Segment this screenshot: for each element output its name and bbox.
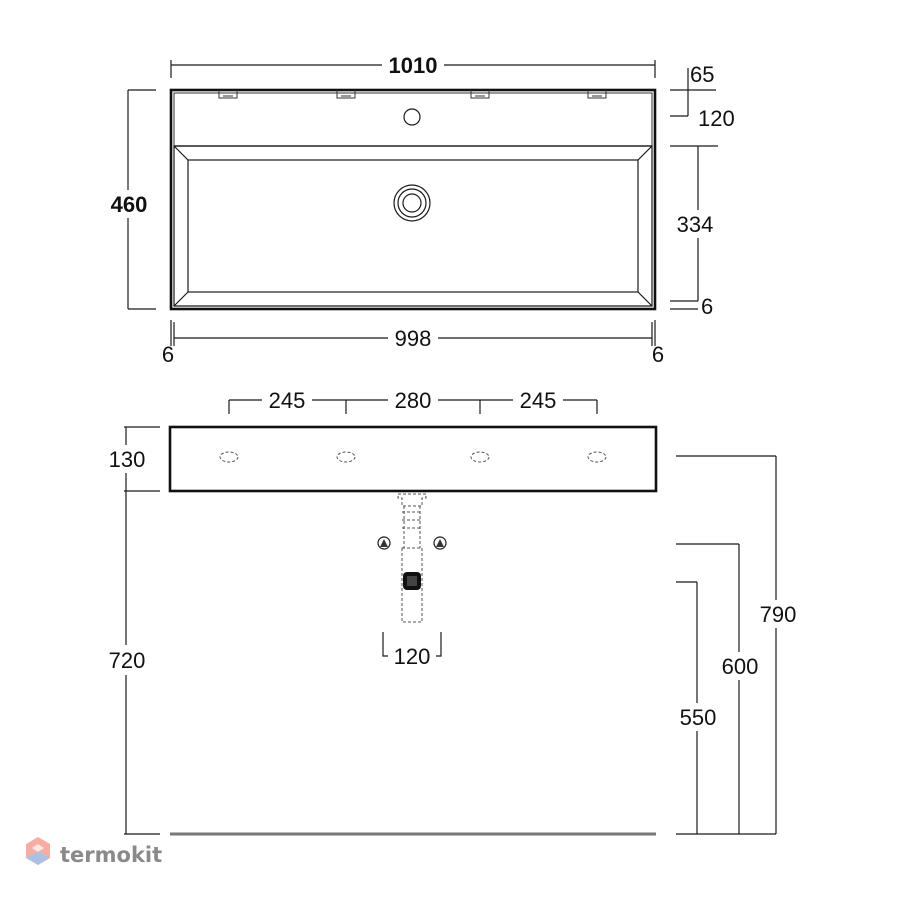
dim-460-label: 460 [111, 192, 148, 217]
bowl-inner [187, 159, 639, 293]
drain-mid [397, 188, 427, 218]
dim-overall-depth: 460 [104, 89, 156, 310]
top-view: 1010 460 65 120 334 6 [104, 52, 735, 367]
bowl-corner-tr [637, 145, 653, 161]
fixing-holes [219, 451, 607, 463]
siphon [397, 493, 427, 623]
bowl-corner-bl [173, 291, 189, 307]
bowl-outer [173, 145, 653, 307]
bowl-corner-tl [173, 145, 189, 161]
dim-heights-right: 790 600 550 [674, 455, 802, 835]
dim-120-drain-label: 120 [394, 644, 431, 669]
wall-brackets [218, 90, 607, 99]
dim-245-left-label: 245 [269, 388, 306, 413]
dim-998-label: 998 [395, 326, 432, 351]
dim-6-right-label: 6 [652, 342, 664, 367]
dim-overall-width: 1010 [170, 52, 656, 78]
dim-790-label: 790 [760, 602, 797, 627]
dim-334-label: 334 [677, 212, 714, 237]
dim-inner-width: 998 6 6 [162, 320, 664, 367]
tap-hole [403, 108, 421, 126]
dim-245-right-label: 245 [520, 388, 557, 413]
dim-600-label: 600 [722, 654, 759, 679]
basin-outline-top [169, 88, 657, 311]
dim-1010-label: 1010 [389, 53, 438, 78]
dim-550-label: 550 [680, 705, 717, 730]
front-view: 245 280 245 130 [102, 387, 802, 836]
dim-right-stack: 65 120 334 6 [670, 62, 735, 319]
valves [377, 536, 447, 550]
dim-65-label: 65 [690, 62, 714, 87]
bowl-corner-br [637, 291, 653, 307]
dim-6-left-label: 6 [162, 342, 174, 367]
dim-120-top-label: 120 [698, 106, 735, 131]
basin-front [168, 425, 658, 493]
dim-280-label: 280 [395, 388, 432, 413]
drain-outer [393, 184, 431, 222]
dim-drain-width: 120 [382, 632, 442, 669]
termokit-logo-icon [26, 837, 50, 865]
watermark: termokit [26, 837, 162, 867]
dim-6-front-label: 6 [701, 294, 713, 319]
dim-hole-spacing: 245 280 245 [228, 387, 598, 414]
dim-basin-height: 130 [102, 426, 160, 492]
dim-floor-to-basin: 720 [102, 491, 160, 835]
watermark-text: termokit [60, 843, 162, 867]
dim-720-label: 720 [109, 648, 146, 673]
dim-130-label: 130 [109, 447, 146, 472]
drain-inner [402, 193, 422, 213]
